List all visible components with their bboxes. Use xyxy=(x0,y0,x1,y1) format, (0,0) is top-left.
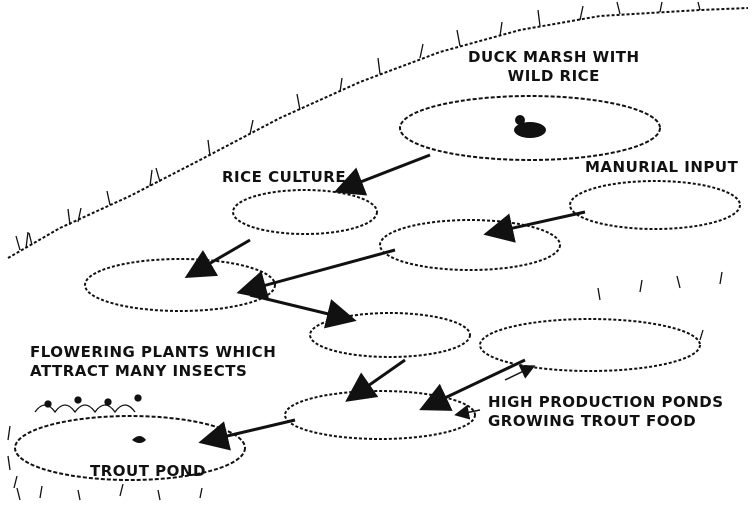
label-high-production: HIGH PRODUCTION PONDS GROWING TROUT FOOD xyxy=(488,393,724,430)
label-flowering-plants: FLOWERING PLANTS WHICH ATTRACT MANY INSE… xyxy=(30,343,277,380)
central-pond xyxy=(309,312,471,358)
arrow-rice-to-left xyxy=(184,238,251,279)
label-duck-marsh: DUCK MARSH WITH WILD RICE xyxy=(468,48,640,85)
manurial-pond xyxy=(569,180,741,230)
trout-pond-shape xyxy=(14,415,246,481)
label-rice-culture: RICE CULTURE xyxy=(222,168,347,186)
rice-culture-pond xyxy=(232,189,378,235)
left-pond xyxy=(84,258,276,312)
middle-pond xyxy=(379,219,561,271)
grass-tufts xyxy=(7,1,723,501)
hillside-grass xyxy=(7,7,749,259)
arrow-lower-to-trout xyxy=(198,418,296,451)
fish-figure xyxy=(132,436,146,443)
pointer-lines xyxy=(454,365,536,420)
label-trout-pond: TROUT POND xyxy=(90,462,206,480)
arrow-right-to-lower xyxy=(419,358,526,411)
arrow-central-to-lower xyxy=(345,358,406,402)
arrow-middle-to-left xyxy=(236,248,396,300)
arrow-marsh-to-rice xyxy=(333,153,431,196)
arrow-left-to-central xyxy=(249,293,357,329)
flow-arrows xyxy=(184,153,586,451)
right-lower-pond xyxy=(479,318,701,372)
label-manurial-input: MANURIAL INPUT xyxy=(585,158,739,176)
duck-figure xyxy=(514,115,546,138)
flowering-plants xyxy=(34,394,142,414)
arrow-manure-to-middle xyxy=(483,210,586,243)
